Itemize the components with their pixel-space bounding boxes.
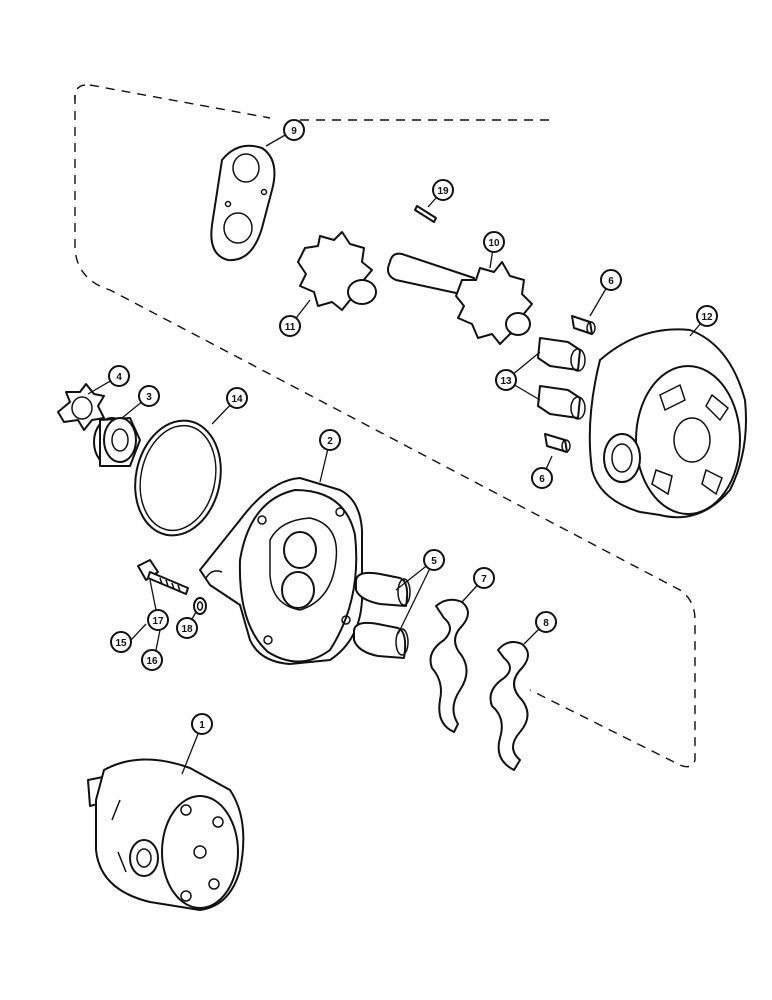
callout-10-label: 10 [488, 238, 500, 249]
bushing-lower-left [355, 571, 411, 607]
bushing-lower [537, 385, 586, 420]
roll-pin [414, 205, 437, 223]
callout-12: 12 [696, 305, 718, 327]
callout-3-label: 3 [146, 392, 152, 403]
callout-6-lower: 6 [531, 467, 553, 489]
gasket-plate [210, 144, 276, 262]
callout-6-upper: 6 [600, 269, 622, 291]
o-ring [134, 419, 222, 537]
lock-washer [57, 383, 105, 431]
callout-14: 14 [226, 387, 248, 409]
callout-7: 7 [473, 567, 495, 589]
callout-6-lower-label: 6 [539, 474, 545, 485]
leader-15-16 [130, 623, 161, 651]
callout-14-label: 14 [231, 394, 243, 405]
callout-17-label: 17 [152, 616, 164, 627]
callout-18-label: 18 [181, 624, 193, 635]
callout-11-label: 11 [285, 322, 296, 333]
callout-15-label: 15 [115, 638, 127, 649]
callout-19-label: 19 [437, 186, 449, 197]
callout-15: 15 [110, 631, 132, 653]
callout-2-label: 2 [327, 436, 333, 447]
callout-6-upper-label: 6 [608, 276, 614, 287]
callout-1-label: 1 [199, 720, 205, 731]
callout-9: 9 [283, 119, 305, 141]
callout-8-label: 8 [543, 618, 549, 629]
callout-1: 1 [191, 713, 213, 735]
shaft-seal [93, 417, 141, 467]
callout-9-label: 9 [291, 126, 297, 137]
callout-12-label: 12 [701, 312, 713, 323]
pump-body [588, 328, 747, 519]
wear-plate-gasket-7 [429, 598, 469, 733]
cap-screw [137, 559, 189, 595]
dowel-pin-lower [544, 433, 571, 453]
wear-plate-gasket-8 [489, 641, 529, 771]
callout-19: 19 [432, 179, 454, 201]
callout-10: 10 [483, 231, 505, 253]
callout-2: 2 [319, 429, 341, 451]
callout-5: 5 [423, 549, 445, 571]
callout-7-label: 7 [481, 574, 487, 585]
callout-4-label: 4 [116, 372, 122, 383]
bushing-upper [537, 337, 586, 372]
callout-11: 11 [279, 315, 301, 337]
callout-17: 17 [147, 609, 169, 631]
callout-13: 13 [495, 369, 517, 391]
driven-gear [297, 231, 377, 311]
callout-16: 16 [141, 649, 163, 671]
pump-assembly [87, 758, 245, 911]
callout-18: 18 [176, 617, 198, 639]
callout-3: 3 [138, 385, 160, 407]
dowel-pin-upper [571, 315, 596, 335]
callout-5-label: 5 [431, 556, 437, 567]
callout-13-label: 13 [500, 376, 512, 387]
callout-16-label: 16 [146, 656, 158, 667]
kit-boundary-dashed-lower [74, 84, 86, 101]
kit-boundary-dashed [74, 84, 696, 768]
washer [193, 597, 207, 615]
callout-8: 8 [535, 611, 557, 633]
end-cover [199, 477, 363, 665]
bushing-lower-right [353, 621, 409, 659]
drive-gear-shaft [387, 252, 533, 345]
callout-4: 4 [108, 365, 130, 387]
